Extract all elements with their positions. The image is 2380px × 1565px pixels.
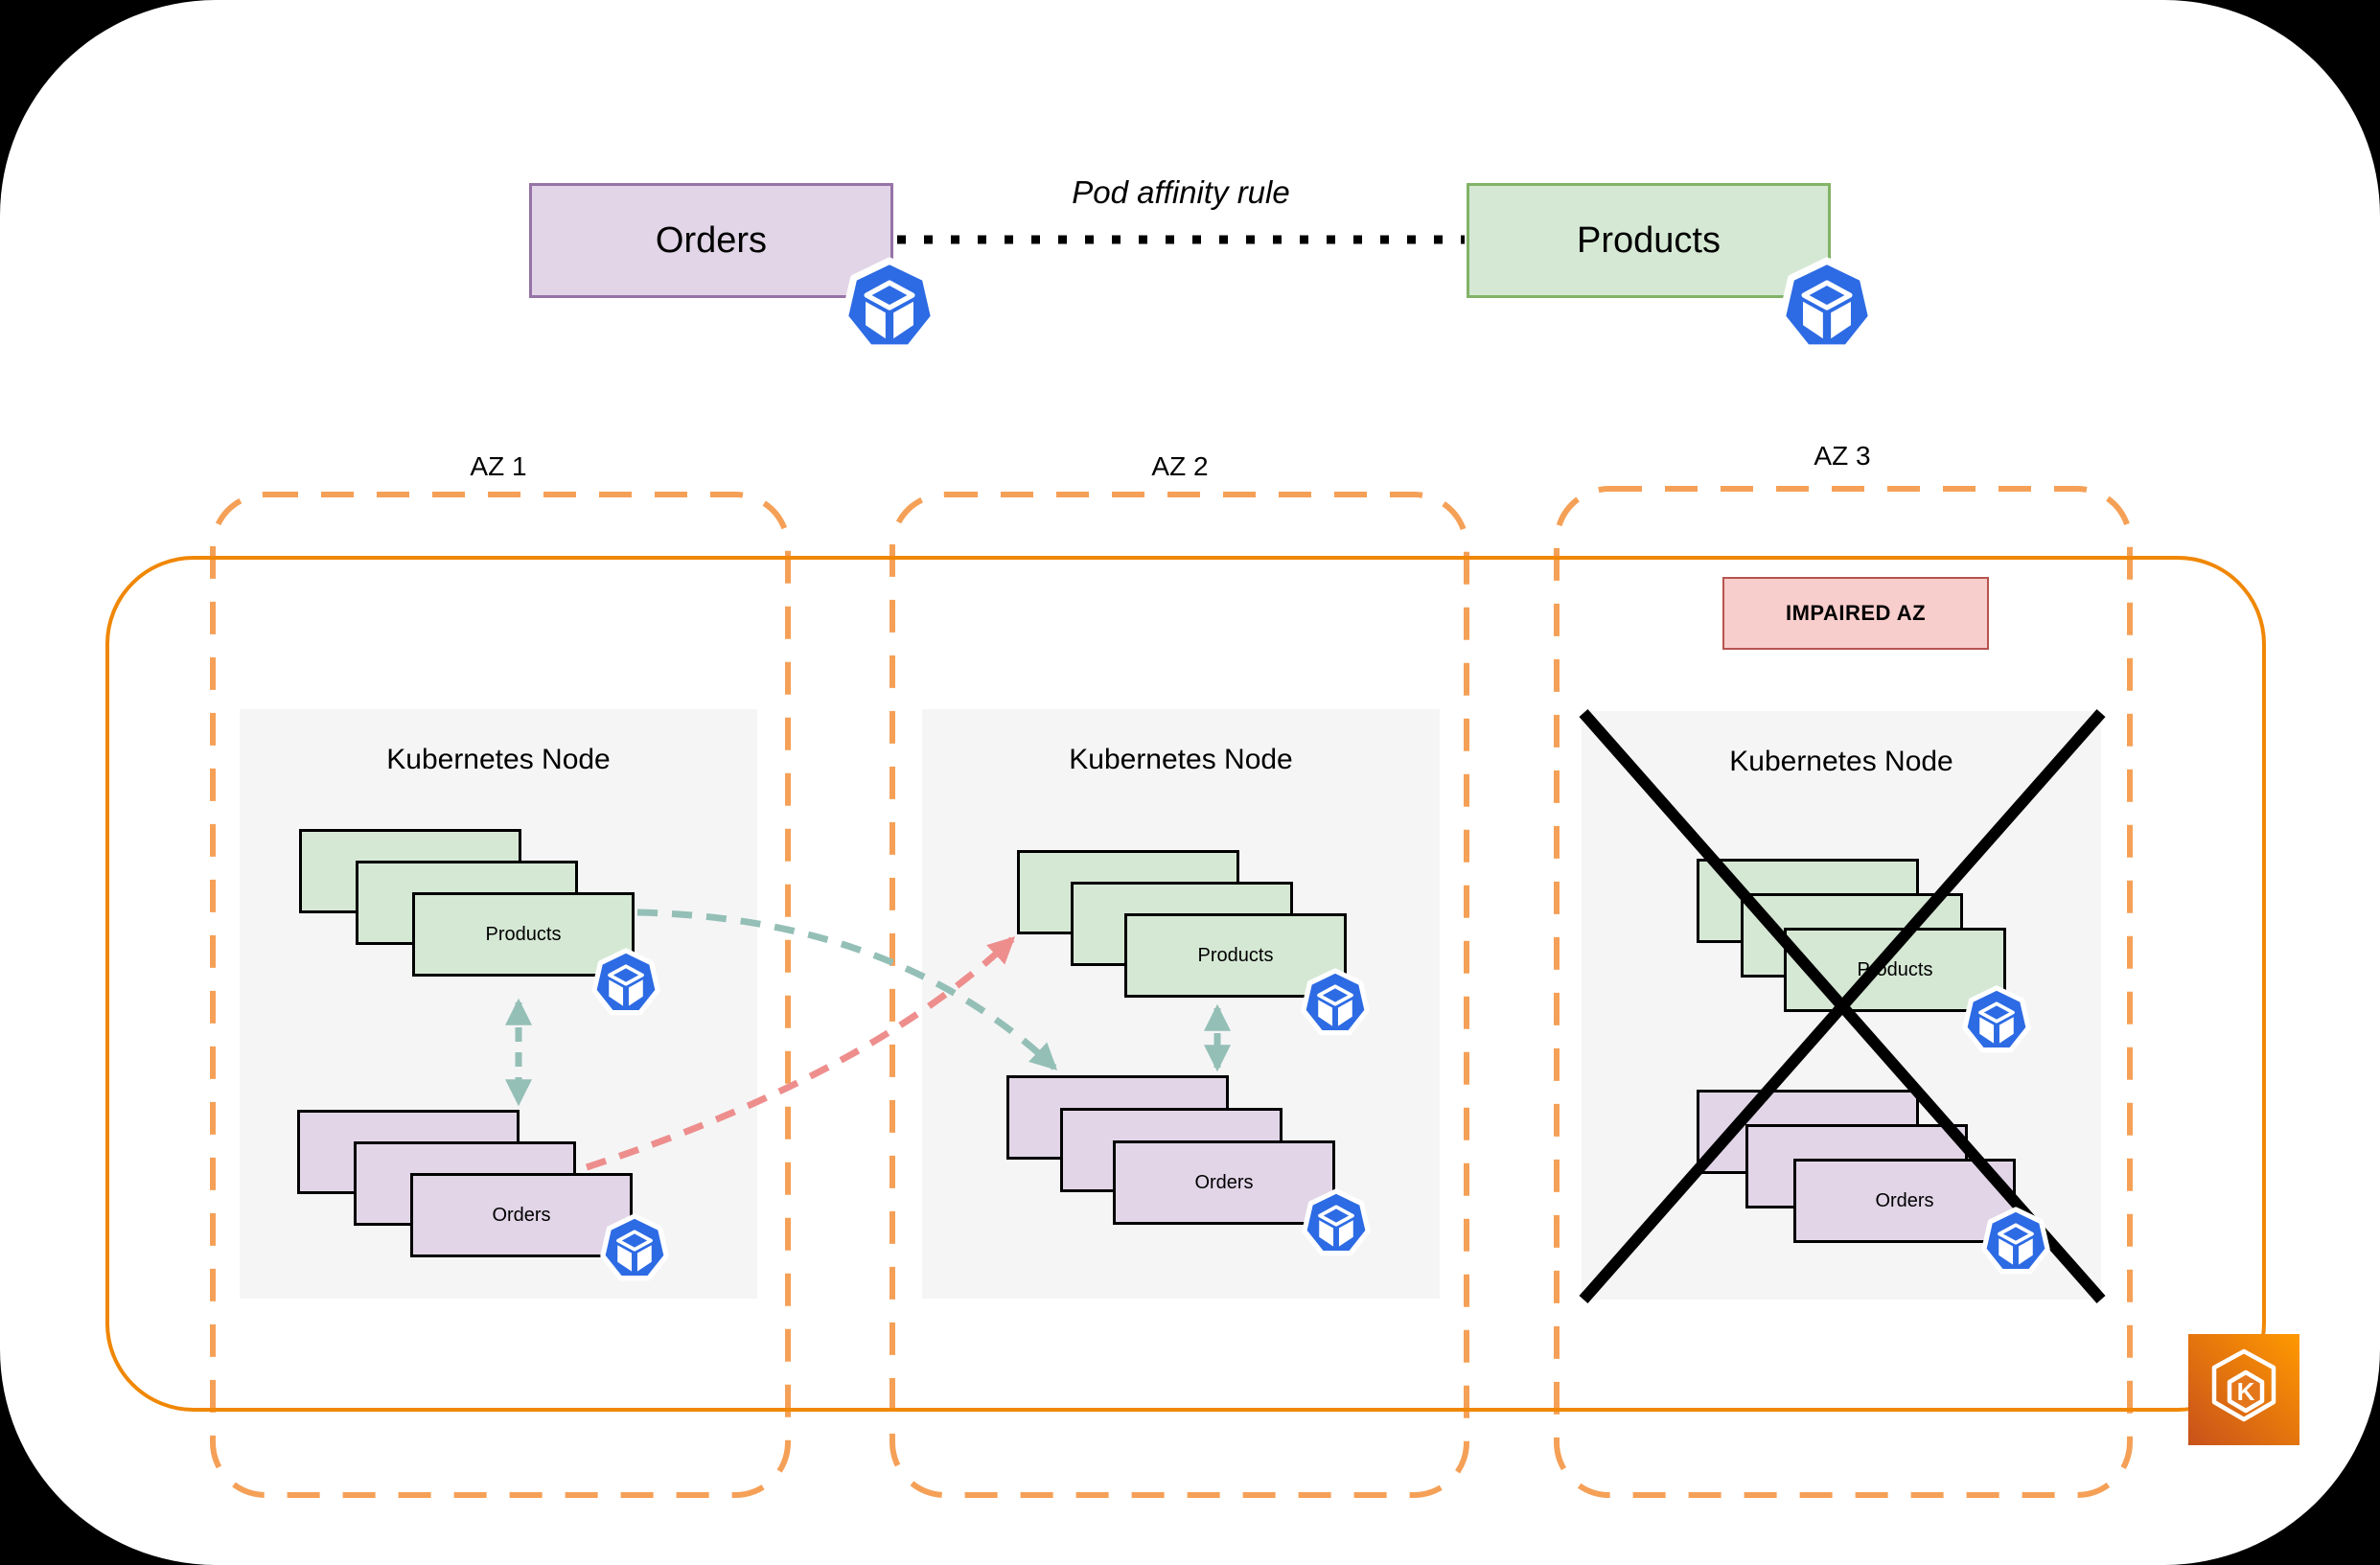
pod-label: Products (1197, 944, 1274, 966)
products-pod-stack-front: Products (1784, 928, 2006, 1012)
pod-label: Orders (1194, 1171, 1254, 1193)
orders-box-label: Orders (655, 219, 768, 261)
node-title: Kubernetes Node (1069, 744, 1293, 775)
pod-label: Orders (492, 1204, 551, 1226)
orders-pod-stack-front: Orders (410, 1173, 633, 1257)
orders-service-box: Orders (529, 183, 893, 298)
eks-hexagon-glyph: K (2211, 1348, 2276, 1422)
pod-label: Products (1857, 958, 1933, 980)
amazon-eks-icon: K (2188, 1334, 2299, 1445)
az1-label: AZ 1 (470, 451, 527, 481)
node-title: Kubernetes Node (386, 744, 611, 775)
orders-pod-stack-front: Orders (1793, 1159, 2016, 1243)
pod-label: Products (485, 923, 562, 945)
node-title: Kubernetes Node (1729, 746, 1953, 777)
eks-icon-letter: K (2237, 1377, 2255, 1406)
pod-label: Orders (1875, 1189, 1934, 1211)
pod-affinity-rule-label: Pod affinity rule (1072, 174, 1290, 210)
az2-label: AZ 2 (1151, 451, 1209, 481)
orders-pod-stack-front: Orders (1113, 1140, 1335, 1225)
impaired-az-badge: IMPAIRED AZ (1722, 577, 1989, 650)
products-pod-stack-front: Products (412, 892, 635, 977)
az3-label: AZ 3 (1814, 441, 1871, 471)
products-box-label: Products (1577, 219, 1721, 261)
products-pod-stack-front: Products (1124, 913, 1347, 998)
products-service-box: Products (1467, 183, 1831, 298)
